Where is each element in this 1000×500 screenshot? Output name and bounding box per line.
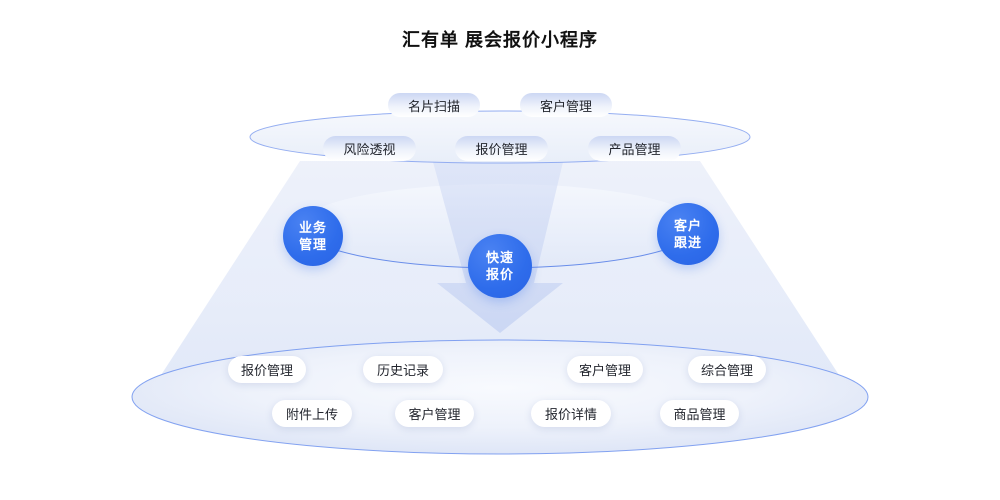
- pill-risk-view: 风险透视: [323, 136, 416, 161]
- circle-label-line: 管理: [298, 237, 327, 252]
- pill-goods-management: 商品管理: [660, 400, 739, 427]
- page-title: 汇有单 展会报价小程序: [402, 30, 598, 50]
- circle-label-line: 快速: [485, 250, 514, 265]
- circle-label-line: 客户: [673, 218, 702, 233]
- pill-quote-details: 报价详情: [531, 400, 611, 427]
- pill-card-scan: 名片扫描: [388, 93, 480, 117]
- circle-label-line: 跟进: [673, 235, 702, 250]
- pill-product-management: 产品管理: [588, 136, 681, 161]
- pill-customer-management-r2: 客户管理: [395, 400, 474, 427]
- circle-label-line: 业务: [298, 220, 327, 235]
- pill-attachment-upload: 附件上传: [272, 400, 352, 427]
- circle-label-line: 报价: [485, 267, 514, 282]
- pill-comprehensive-management: 综合管理: [688, 356, 766, 383]
- circle-business-management: 业务 管理: [283, 206, 343, 266]
- circle-quick-quote: 快速 报价: [468, 234, 532, 298]
- pill-customer-management-r1: 客户管理: [567, 356, 643, 383]
- pill-history-records: 历史记录: [363, 356, 443, 383]
- pill-quote-management-top: 报价管理: [455, 136, 548, 161]
- pill-customer-management-top: 客户管理: [520, 93, 612, 117]
- pill-quote-management-bottom: 报价管理: [228, 356, 306, 383]
- circle-customer-follow-up: 客户 跟进: [657, 203, 719, 265]
